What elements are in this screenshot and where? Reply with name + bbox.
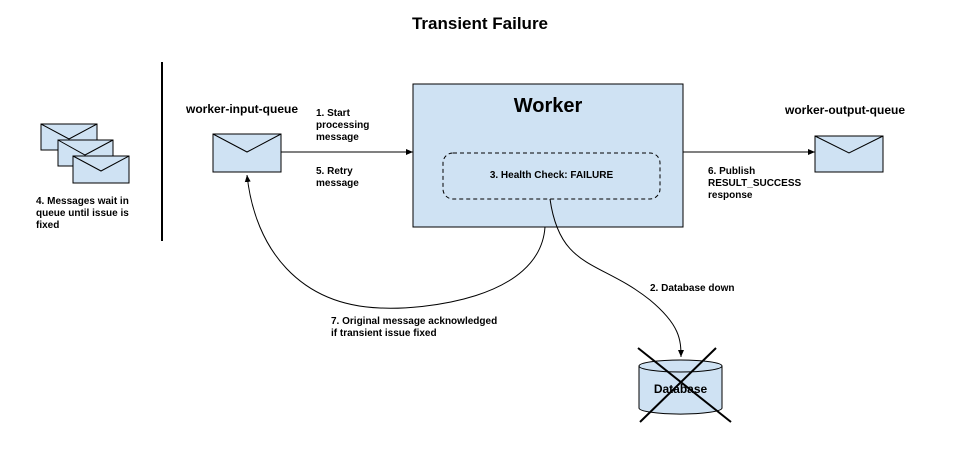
step-6-label: 6. Publish RESULT_SUCCESS response: [708, 166, 801, 202]
failure-cross-icon: [637, 347, 732, 423]
diagram-title: Transient Failure: [411, 14, 549, 33]
worker-label: Worker: [513, 95, 583, 117]
step-7-line: if transient issue fixed: [331, 328, 437, 339]
database-label: Database: [653, 382, 708, 396]
health-check-box: [442, 152, 661, 200]
step-4-line: queue until issue is: [36, 208, 129, 219]
step-6-line: RESULT_SUCCESS: [708, 178, 802, 189]
output-queue-label: worker-output-queue: [785, 103, 905, 117]
step-1-line: 1. Start: [316, 108, 350, 119]
input-envelope-icon: [212, 133, 282, 173]
arrow-ack: [244, 174, 546, 309]
step-4-line: 4. Messages wait in: [36, 196, 129, 207]
step-6-line: 6. Publish: [708, 166, 756, 177]
arrow-db-down: [549, 198, 684, 358]
step-2-label: 2. Database down: [650, 283, 735, 294]
step-5-line: 5. Retry: [316, 166, 353, 177]
worker-box: [412, 83, 684, 228]
output-envelope-icon: [814, 135, 884, 173]
step-7-label: 7. Original message acknowledged if tran…: [331, 316, 497, 340]
health-check-label: 3. Health Check: FAILURE: [489, 170, 614, 181]
step-7-line: 7. Original message acknowledged: [331, 316, 498, 327]
step-5-line: message: [316, 178, 359, 189]
step-5-label: 5. Retry message: [316, 166, 359, 190]
input-queue-label: worker-input-queue: [186, 102, 299, 116]
waiting-envelopes-icon: [40, 123, 130, 184]
step-4-line: fixed: [36, 220, 60, 231]
step-6-line: response: [708, 190, 753, 201]
step-1-line: message: [316, 132, 359, 143]
step-1-label: 1. Start processing message: [316, 108, 369, 144]
step-1-line: processing: [316, 120, 370, 131]
step-4-label: 4. Messages wait in queue until issue is…: [36, 196, 129, 232]
